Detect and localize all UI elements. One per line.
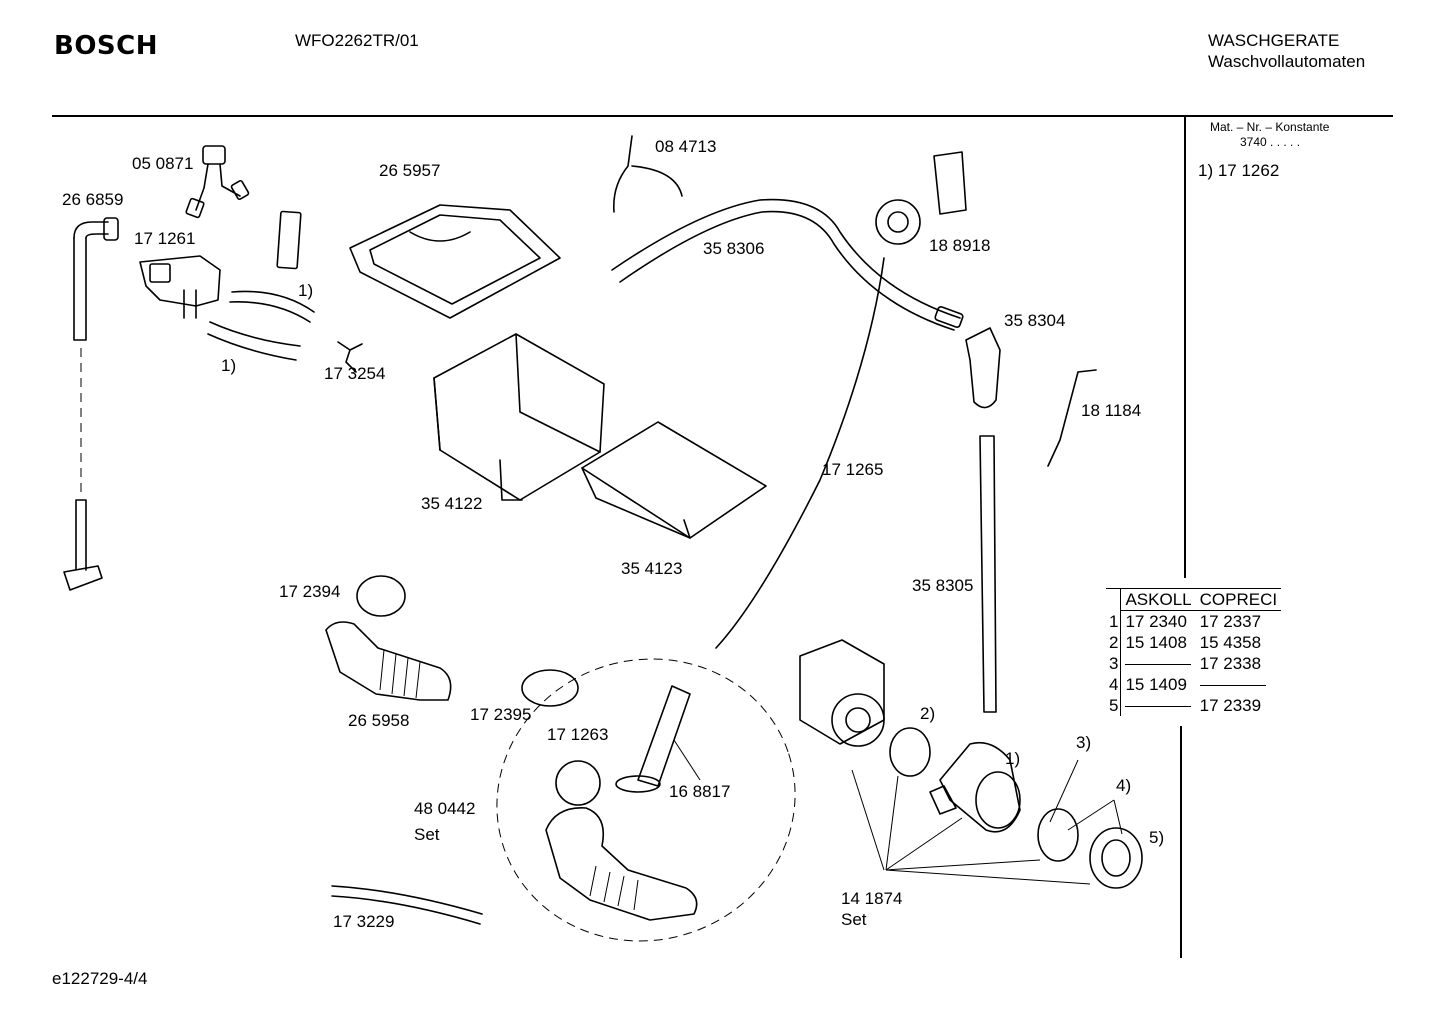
part-label: 35 8305 [912,576,974,595]
mat-number-heading: Mat. – Nr. – Konstante [1210,120,1330,134]
rod-part [1047,369,1097,467]
pump-housing-part [929,741,1021,833]
pressure-switch-part [875,151,967,245]
table-header-askoll: ASKOLL [1120,588,1196,611]
inlet-valve-part [139,255,221,319]
footnote-label: 3) [1076,733,1092,752]
tube-16-8817-part [637,685,691,787]
footnote-label: 5) [1149,828,1165,847]
part-label: 35 4123 [621,559,683,578]
ring-2-part [889,727,931,777]
empty-dash [1199,685,1266,687]
part-label: 17 2394 [279,582,341,601]
clamp-part [615,775,661,793]
mat-number-value: 3740 . . . . . [1240,135,1301,149]
part-label: 26 6859 [62,190,124,209]
part-label: 18 8918 [929,236,991,255]
part-label: 17 3229 [333,912,395,931]
footnote-label: 1) [1005,749,1021,768]
table-row: 3 17 2338 [1106,653,1281,674]
filter-part [1089,827,1143,889]
sidebar-note: 1) 17 1262 [1198,161,1280,180]
part-label: 17 1265 [822,460,884,479]
document-code: e122729-4/4 [52,969,148,988]
t-piece-part [337,341,363,373]
long-hose-part [611,198,964,331]
brand-logo: BOSCH [54,31,158,61]
drawer-housing-part [433,333,605,501]
part-label: 16 8817 [669,782,731,801]
footnote-label: 2) [920,704,936,723]
part-label: 17 2395 [470,705,532,724]
long-tube-part [715,257,885,649]
category-title: WASCHGERATE [1208,31,1340,50]
hook-part [612,135,683,213]
part-label: 08 4713 [655,137,717,156]
table-header-copreci: COPRECI [1195,588,1282,611]
ring-17-2394-part [356,575,406,617]
set-boundary [496,658,796,942]
sump-hose-part [545,807,698,921]
hose-2-part [207,321,301,361]
part-label: 35 8306 [703,239,765,258]
category-subtitle: Waschvollautomaten [1208,52,1366,71]
empty-dash [1125,706,1192,708]
ring-3-part [1037,808,1079,862]
hose-1-part [229,290,315,323]
empty-dash [1125,664,1192,666]
leader-lines [851,759,1123,885]
set-label: Set [841,910,867,929]
bellows-hose-part [325,621,452,701]
part-label: 26 5958 [348,711,410,730]
part-label: 48 0442 [414,799,476,818]
footnote-label: 4) [1116,776,1132,795]
model-number: WFO2262TR/01 [295,31,419,50]
variant-table: ASKOLL COPRECI 1 17 2340 17 2337 2 15 14… [1106,588,1282,716]
part-label: 17 3254 [324,364,386,383]
table-row: 1 17 2340 17 2337 [1106,610,1281,632]
hose-17-3229-part [331,885,483,925]
part-label: 14 1874 [841,889,903,908]
part-label: 17 1263 [547,725,609,744]
vertical-hose-part [979,435,997,713]
table-row: 5 17 2339 [1106,695,1281,716]
footnote-label: 1) [221,356,237,375]
table-row: 4 15 1409 [1106,674,1281,695]
part-label: 18 1184 [1081,401,1142,420]
drawer-frame-part [349,204,561,319]
drain-pump-part [799,639,885,747]
detergent-drawer-part [581,421,767,539]
part-label: 26 5957 [379,161,441,180]
circuit-card-part [276,210,302,270]
y-connector-part [185,145,250,219]
set-label: Set [414,825,440,844]
footnote-label: 1) [298,281,314,300]
part-label: 35 8304 [1004,311,1066,330]
ball-17-1263-part [555,760,601,806]
inlet-hose-part [63,217,119,591]
ring-17-2395-part [521,669,579,707]
table-row: 2 15 1408 15 4358 [1106,632,1281,653]
part-label: 17 1261 [134,229,196,248]
air-chamber-part [965,327,1001,409]
part-label: 35 4122 [421,494,483,513]
part-label: 05 0871 [132,154,194,173]
